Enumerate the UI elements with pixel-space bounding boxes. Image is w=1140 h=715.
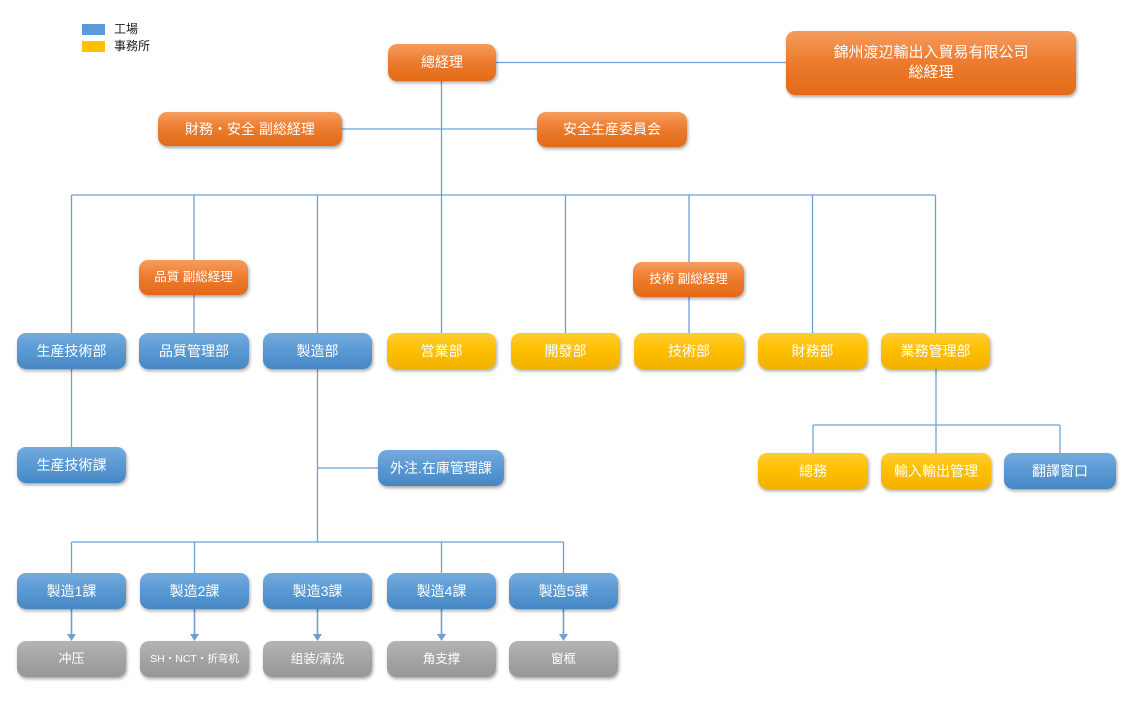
manufacturing-section-4-label: 製造4課	[416, 582, 467, 599]
arrow-head-icon	[437, 634, 446, 641]
manufacturing-section-1[interactable]: 製造1課	[17, 573, 126, 609]
legend-label: 事務所	[114, 39, 151, 53]
legend: 工場事務所	[82, 23, 150, 57]
arrow-head-icon	[559, 634, 568, 641]
company-general-manager-label: 錦州渡辺輸出入貿易有限公司	[833, 43, 1029, 61]
manufacturing-section-2[interactable]: 製造2課	[140, 573, 249, 609]
outsourcing-inventory-section[interactable]: 外注.在庫管理課	[378, 450, 504, 486]
arrow-head-icon	[190, 634, 199, 641]
arrow-head-icon	[313, 634, 322, 641]
assembly-cleaning-label: 组装/清洗	[290, 651, 345, 666]
general-manager-label: 總経理	[421, 54, 463, 71]
production-tech-section[interactable]: 生産技術課	[17, 447, 126, 483]
translation-window[interactable]: 翻譯窗口	[1004, 453, 1116, 489]
general-affairs[interactable]: 總務	[758, 453, 868, 489]
general-manager[interactable]: 總経理	[388, 44, 496, 81]
legend-label: 工場	[114, 22, 139, 36]
window-frame-label: 窗框	[550, 651, 576, 666]
import-export-admin-label: 輸入輸出管理	[894, 462, 978, 479]
sales-dept-label: 営業部	[420, 342, 463, 359]
development-dept-label: 開發部	[544, 342, 587, 359]
company-general-manager[interactable]: 錦州渡辺輸出入貿易有限公司総経理	[786, 31, 1076, 95]
production-tech-dept[interactable]: 生産技術部	[17, 333, 126, 369]
manufacturing-section-2-label: 製造2課	[169, 582, 220, 599]
manufacturing-section-1-label: 製造1課	[46, 582, 97, 599]
translation-window-label: 翻譯窗口	[1032, 462, 1088, 479]
company-general-manager-label-line2: 総経理	[908, 64, 954, 81]
outsourcing-inventory-section-label: 外注.在庫管理課	[390, 459, 492, 476]
corner-support[interactable]: 角支撑	[387, 641, 496, 677]
development-dept[interactable]: 開發部	[511, 333, 620, 369]
quality-deputy-gm-label: 品質 副総経理	[154, 270, 233, 285]
sh-nct-bending-label: SH・NCT・折弯机	[150, 652, 239, 665]
finance-dept[interactable]: 財務部	[758, 333, 867, 369]
technology-deputy-gm[interactable]: 技術 副総経理	[633, 262, 744, 297]
sh-nct-bending[interactable]: SH・NCT・折弯机	[140, 641, 249, 677]
manufacturing-section-3[interactable]: 製造3課	[263, 573, 372, 609]
arrow-head-icon	[67, 634, 76, 641]
general-affairs-label: 總務	[799, 462, 827, 479]
stamping[interactable]: 冲压	[17, 641, 126, 677]
assembly-cleaning[interactable]: 组装/清洗	[263, 641, 372, 677]
finance-safety-deputy-gm[interactable]: 財務・安全 副総経理	[158, 112, 342, 146]
technology-dept[interactable]: 技術部	[634, 333, 744, 369]
manufacturing-section-3-label: 製造3課	[292, 582, 343, 599]
window-frame[interactable]: 窗框	[509, 641, 618, 677]
legend-swatch-office	[82, 40, 105, 52]
safety-production-committee-label: 安全生産委員会	[563, 121, 661, 138]
legend-swatch-factory	[82, 23, 105, 35]
manufacturing-section-5[interactable]: 製造5課	[509, 573, 618, 609]
finance-dept-label: 財務部	[791, 342, 834, 359]
stamping-label: 冲压	[58, 651, 85, 667]
business-admin-dept[interactable]: 業務管理部	[881, 333, 990, 369]
manufacturing-section-4[interactable]: 製造4課	[387, 573, 496, 609]
sales-dept[interactable]: 営業部	[387, 333, 496, 369]
technology-deputy-gm-label: 技術 副総経理	[649, 272, 728, 287]
finance-safety-deputy-gm-label: 財務・安全 副総経理	[185, 120, 315, 137]
manufacturing-dept-label: 製造部	[296, 342, 339, 359]
technology-dept-label: 技術部	[668, 342, 710, 359]
production-tech-dept-label: 生産技術部	[36, 342, 107, 359]
quality-control-dept-label: 品質管理部	[159, 342, 229, 359]
quality-control-dept[interactable]: 品質管理部	[139, 333, 249, 369]
import-export-admin[interactable]: 輸入輸出管理	[881, 453, 991, 489]
legend-item: 事務所	[82, 40, 150, 52]
quality-deputy-gm[interactable]: 品質 副総経理	[139, 260, 248, 295]
corner-support-label: 角支撑	[422, 651, 461, 666]
business-admin-dept-label: 業務管理部	[900, 342, 971, 359]
manufacturing-section-5-label: 製造5課	[538, 582, 589, 599]
production-tech-section-label: 生産技術課	[36, 456, 107, 473]
manufacturing-dept[interactable]: 製造部	[263, 333, 372, 369]
legend-item: 工場	[82, 23, 150, 35]
safety-production-committee[interactable]: 安全生産委員会	[537, 112, 687, 147]
